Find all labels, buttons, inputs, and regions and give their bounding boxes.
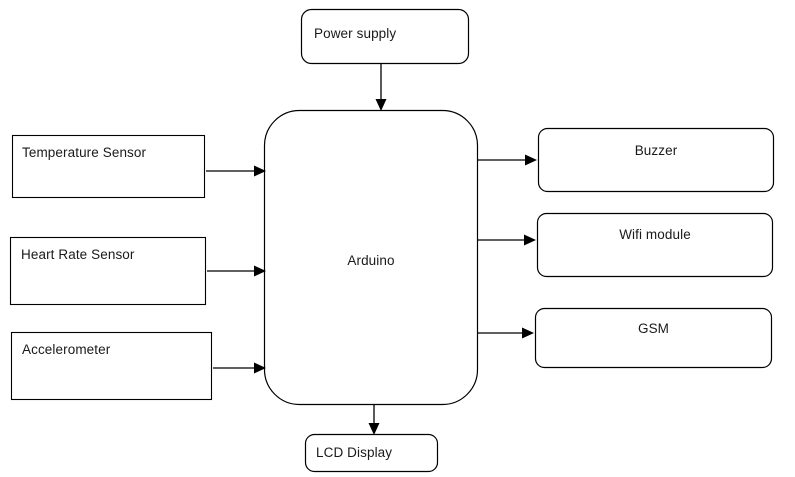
node-temperature-sensor-label: Temperature Sensor [22,145,147,160]
node-wifi-module-label: Wifi module [619,227,691,242]
node-temperature-sensor-shape[interactable] [11,134,206,199]
connector-arduino-to-gsm [478,327,534,339]
connector-arduino-to-wifi [478,234,536,246]
node-gsm-label: GSM [637,321,670,336]
node-arduino-label: Arduino [347,253,395,268]
node-accelerometer-shape[interactable] [10,331,213,401]
node-lcd-display-shape[interactable] [304,433,439,473]
connector-temperature-to-arduino [206,165,266,177]
connector-arduino-to-lcd [368,404,380,435]
node-arduino-shape[interactable] [263,109,479,406]
connector-power-to-arduino [375,64,387,111]
node-wifi-module-shape[interactable] [536,212,774,278]
node-heart-rate-sensor-shape[interactable] [9,236,207,306]
node-gsm-shape[interactable] [534,307,773,369]
connector-accelerometer-to-arduino [213,362,266,374]
connector-arduino-to-buzzer [478,154,537,166]
node-power-supply-label: Power supply [314,26,397,41]
node-buzzer-label: Buzzer [634,143,678,158]
node-buzzer-shape[interactable] [537,127,775,193]
node-power-supply-shape[interactable] [300,8,470,65]
node-accelerometer-label: Accelerometer [22,342,111,357]
connector-heartrate-to-arduino [207,265,266,277]
node-lcd-display-label: LCD Display [316,445,393,460]
node-heart-rate-sensor-label: Heart Rate Sensor [21,247,135,262]
